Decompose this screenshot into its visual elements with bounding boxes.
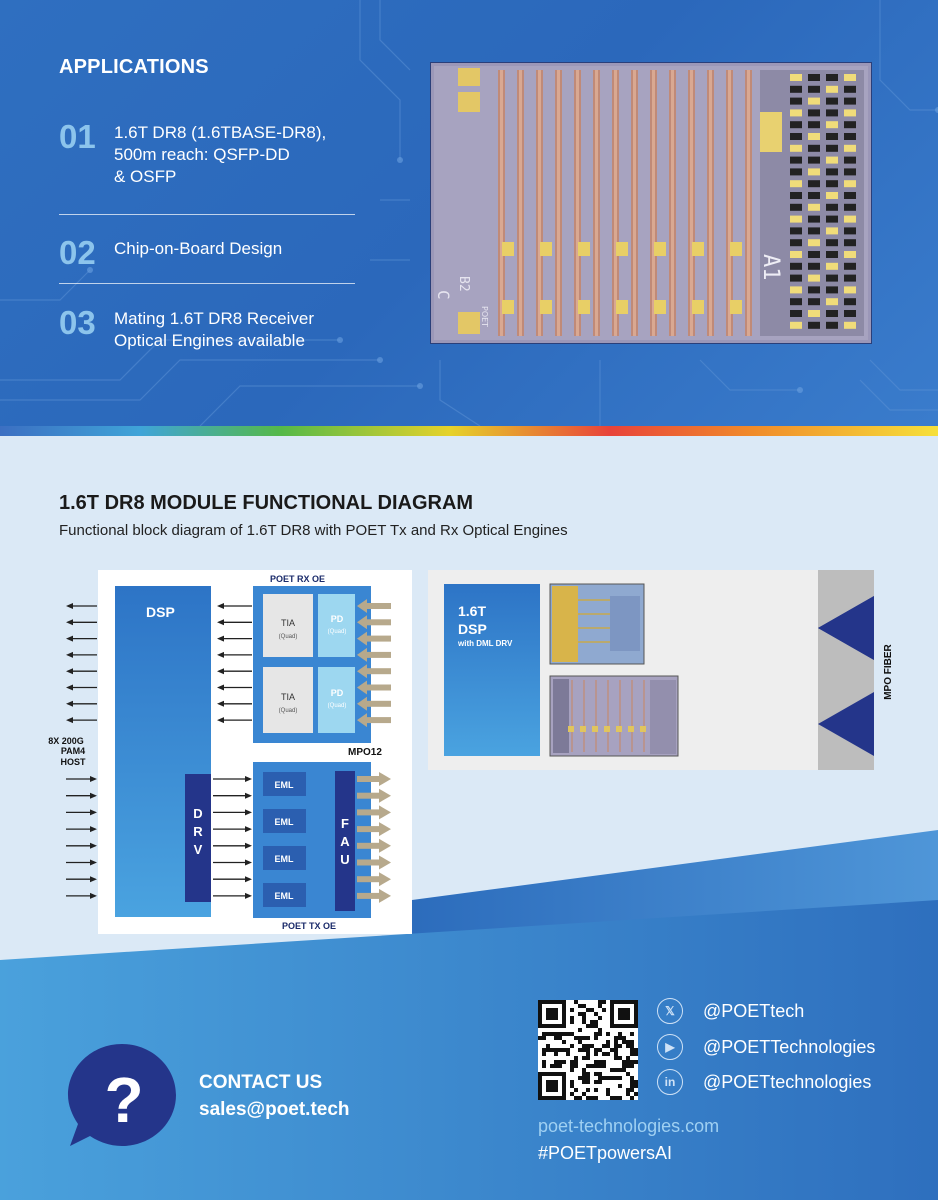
drv-label-d: D: [193, 806, 202, 821]
tia-label: TIA: [281, 692, 295, 702]
chip-mark-a1: A1: [758, 254, 783, 281]
eml-label: EML: [275, 891, 295, 901]
application-item-1: 01 1.6T DR8 (1.6TBASE-DR8), 500m reach: …: [59, 120, 355, 188]
chip-mark-b2: B2: [456, 276, 471, 292]
chip-mark-c: C: [434, 290, 453, 300]
drv-label-v: V: [194, 842, 203, 857]
rx-oe-label: POET RX OE: [270, 574, 325, 584]
svg-text:?: ?: [104, 1064, 143, 1136]
module-dsp-line1: 1.6T: [458, 603, 486, 619]
quad-label: (Quad): [328, 703, 347, 709]
tia-label: TIA: [281, 618, 295, 628]
fau-label-u: U: [340, 852, 349, 867]
eml-label: EML: [275, 854, 295, 864]
circuit-background: [0, 0, 938, 426]
chip-mark-poet: POET: [480, 306, 489, 327]
contact-email-link[interactable]: sales@poet.tech: [199, 1099, 350, 1120]
application-number: 01: [59, 118, 96, 155]
application-line: 1.6T DR8 (1.6TBASE-DR8),: [114, 123, 327, 142]
functional-diagram: DSP D R V POET RX OE TIA (Quad) TIA (Qua…: [48, 570, 894, 934]
application-item-3: 03 Mating 1.6T DR8 Receiver Optical Engi…: [59, 306, 355, 352]
social-handle: @POETtech: [703, 1000, 805, 1021]
application-text: 1.6T DR8 (1.6TBASE-DR8), 500m reach: QSF…: [114, 120, 326, 188]
application-item-2: 02 Chip-on-Board Design: [59, 236, 355, 269]
hashtag: #POETpowersAI: [538, 1143, 673, 1163]
diagram-subtitle: Functional block diagram of 1.6T DR8 wit…: [59, 522, 568, 539]
pd-label: PD: [331, 688, 344, 698]
application-line: Mating 1.6T DR8 Receiver: [114, 309, 314, 328]
applications-section: APPLICATIONS 01 1.6T DR8 (1.6TBASE-DR8),…: [0, 0, 938, 426]
dsp-label: DSP: [146, 604, 175, 620]
application-text: Mating 1.6T DR8 Receiver Optical Engines…: [114, 306, 314, 352]
pd-label: PD: [331, 614, 344, 624]
fau-label-f: F: [341, 816, 349, 831]
quad-label: (Quad): [279, 634, 298, 640]
social-youtube[interactable]: ▶ @POETTechnologies: [657, 1034, 875, 1060]
help-question-icon: ?: [68, 1044, 176, 1146]
module-dsp-line2: DSP: [458, 621, 487, 637]
application-line: 500m reach: QSFP-DD: [114, 145, 290, 164]
application-line: & OSFP: [114, 167, 177, 186]
diagram-title: 1.6T DR8 MODULE FUNCTIONAL DIAGRAM: [59, 492, 474, 514]
host-label-3: HOST: [60, 757, 86, 767]
fau-label-a: A: [340, 834, 350, 849]
mpo-fiber-label: MPO FIBER: [883, 643, 894, 699]
social-linkedin[interactable]: in @POETtechnologies: [657, 1069, 871, 1095]
contact-title: CONTACT US: [199, 1072, 323, 1093]
tx-oe-label: POET TX OE: [282, 921, 336, 931]
mpo12-label: MPO12: [348, 747, 382, 758]
divider: [59, 283, 355, 284]
application-text: Chip-on-Board Design: [114, 236, 282, 269]
linkedin-icon: in: [657, 1069, 683, 1095]
host-label-1: 8X 200G: [48, 736, 84, 746]
host-label-2: PAM4: [61, 746, 85, 756]
social-handle: @POETTechnologies: [703, 1036, 876, 1057]
website-link[interactable]: poet-technologies.com: [538, 1116, 720, 1136]
chip-photo: C B2 POET A1: [430, 62, 872, 344]
eml-label: EML: [275, 780, 295, 790]
x-icon: 𝕏: [657, 998, 683, 1024]
drv-label-r: R: [193, 824, 203, 839]
youtube-icon: ▶: [657, 1034, 683, 1060]
module-dsp-line3: with DML DRV: [457, 639, 513, 648]
quad-label: (Quad): [279, 708, 298, 714]
rainbow-divider: [0, 426, 938, 436]
application-line: Optical Engines available: [114, 331, 305, 350]
quad-label: (Quad): [328, 629, 347, 635]
application-line: Chip-on-Board Design: [114, 239, 283, 258]
application-number: 02: [59, 234, 96, 271]
application-number: 03: [59, 304, 96, 341]
qr-code[interactable]: [538, 1000, 638, 1100]
eml-label: EML: [275, 817, 295, 827]
social-handle: @POETtechnologies: [703, 1071, 872, 1092]
applications-title: APPLICATIONS: [59, 56, 209, 78]
social-x[interactable]: 𝕏 @POETtech: [657, 998, 804, 1024]
divider: [59, 214, 355, 215]
